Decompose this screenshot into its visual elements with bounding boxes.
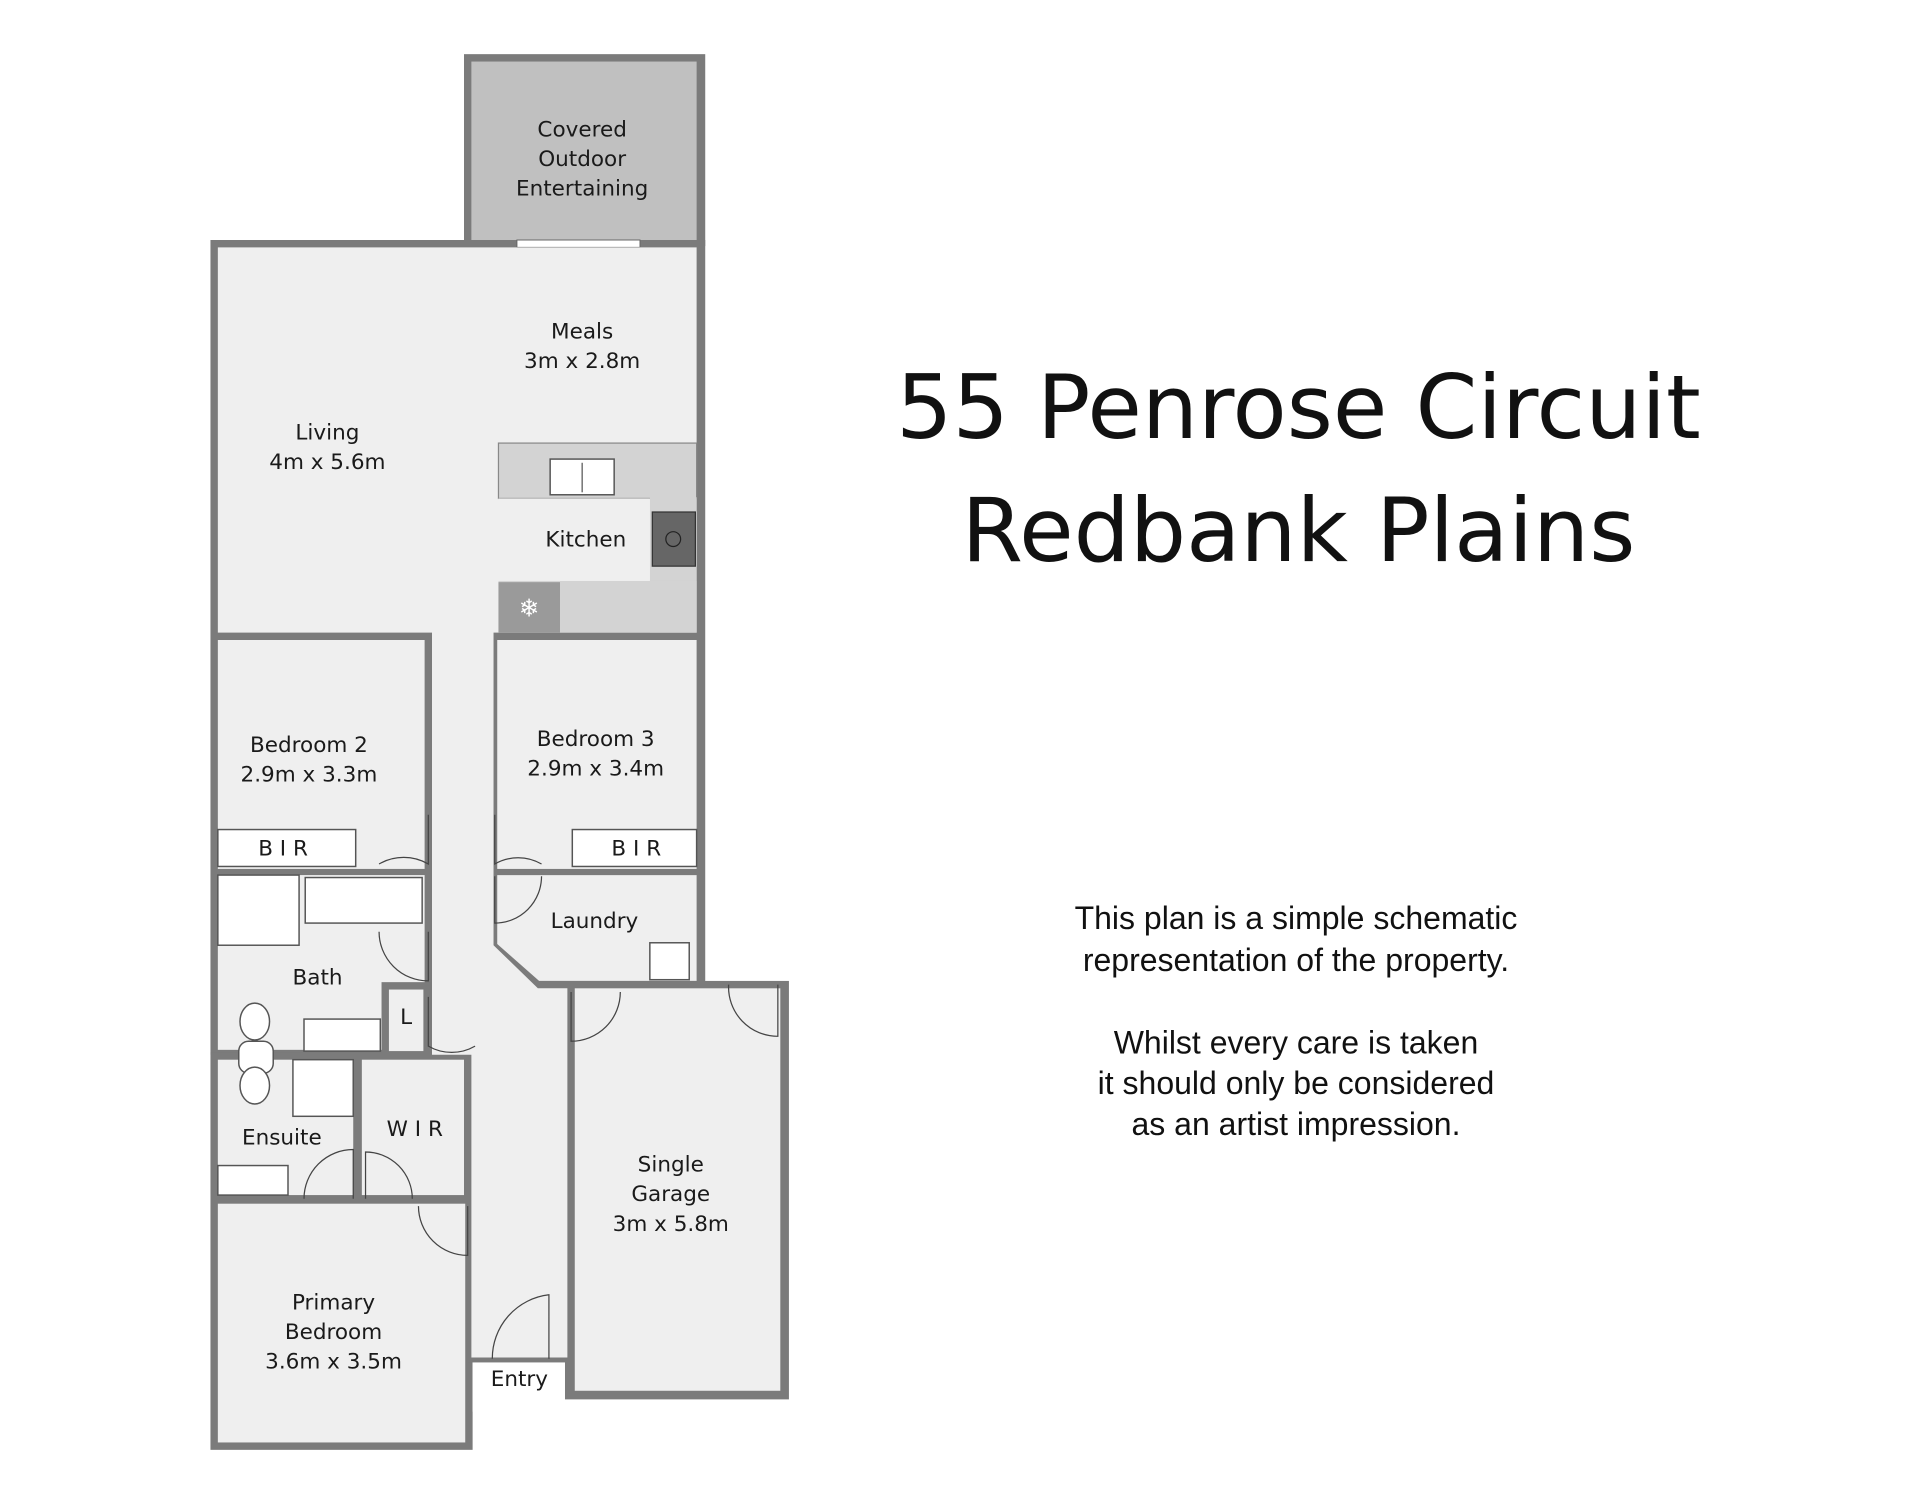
label-entry: Entry: [491, 1367, 549, 1392]
toilet: [239, 1002, 271, 1041]
label-linen: L: [400, 1005, 412, 1030]
ensuite-shower: [292, 1058, 354, 1118]
label-bir-3: B I R: [611, 836, 661, 861]
svg-text:4m x 5.6m: 4m x 5.6m: [269, 450, 385, 475]
linen-floor: [388, 989, 424, 1052]
laundry-floor: [497, 875, 697, 981]
label-bir-2: B I R: [258, 836, 308, 861]
label-bedroom2: Bedroom 2: [250, 733, 368, 758]
svg-text:2.9m x 3.4m: 2.9m x 3.4m: [527, 756, 664, 781]
fridge: [498, 582, 560, 633]
svg-text:Entertaining: Entertaining: [516, 177, 648, 202]
outdoor-window: [516, 239, 641, 248]
label-garage: Single: [638, 1153, 704, 1178]
svg-text:representation of the property: representation of the property.: [1083, 942, 1509, 978]
bathtub: [304, 876, 423, 924]
svg-text:2.9m x 3.3m: 2.9m x 3.3m: [241, 763, 378, 788]
door-swings: [303, 814, 779, 1359]
svg-text:This plan is a simple schemati: This plan is a simple schematic: [1075, 900, 1518, 936]
label-ensuite: Ensuite: [242, 1126, 322, 1151]
snowflake-icon: ❄: [519, 594, 540, 623]
svg-text:3m x 5.8m: 3m x 5.8m: [613, 1212, 729, 1237]
label-laundry: Laundry: [551, 909, 639, 934]
svg-text:Outdoor: Outdoor: [538, 147, 626, 172]
label-meals: Meals: [551, 319, 613, 344]
bir-bed2: [217, 828, 357, 868]
fixtures: [217, 828, 698, 1196]
label-wir: W I R: [387, 1117, 443, 1142]
hallway-floor: [432, 630, 568, 1358]
title-line2: Redbank Plains: [962, 479, 1636, 582]
svg-text:Bedroom: Bedroom: [285, 1320, 382, 1345]
bath-vanity: [303, 1018, 382, 1052]
garage-floor: [574, 988, 781, 1391]
title-line1: 55 Penrose Circuit: [896, 356, 1701, 459]
wir-floor: [361, 1059, 464, 1196]
svg-text:Garage: Garage: [631, 1182, 710, 1207]
label-primary: Primary: [292, 1291, 375, 1316]
disclaimer: This plan is a simple schematic represen…: [1075, 900, 1518, 1142]
bir-bed3: [571, 828, 698, 868]
kitchen-benches: ❄: [497, 442, 698, 633]
primary-floor: [217, 1203, 466, 1443]
label-bath: Bath: [293, 966, 343, 991]
label-kitchen: Kitchen: [545, 527, 626, 552]
laundry-tub: [649, 942, 690, 981]
room-labels: Covered Outdoor Entertaining Meals 3m x …: [241, 118, 729, 1392]
outdoor-area: [471, 61, 697, 241]
svg-text:as an artist impression.: as an artist impression.: [1131, 1106, 1460, 1142]
bath-shower: [217, 874, 300, 946]
entry-floor: [472, 1362, 565, 1412]
svg-text:Whilst every care is taken: Whilst every care is taken: [1114, 1025, 1479, 1061]
label-outdoor: Covered: [537, 118, 626, 143]
svg-text:3m x 2.8m: 3m x 2.8m: [524, 349, 640, 374]
svg-text:3.6m x 3.5m: 3.6m x 3.5m: [265, 1350, 402, 1375]
label-living: Living: [295, 420, 359, 445]
cooktop: [651, 511, 697, 567]
label-bedroom3: Bedroom 3: [537, 727, 655, 752]
ensuite-vanity: [217, 1164, 289, 1196]
svg-text:it should only be considered: it should only be considered: [1098, 1065, 1495, 1101]
